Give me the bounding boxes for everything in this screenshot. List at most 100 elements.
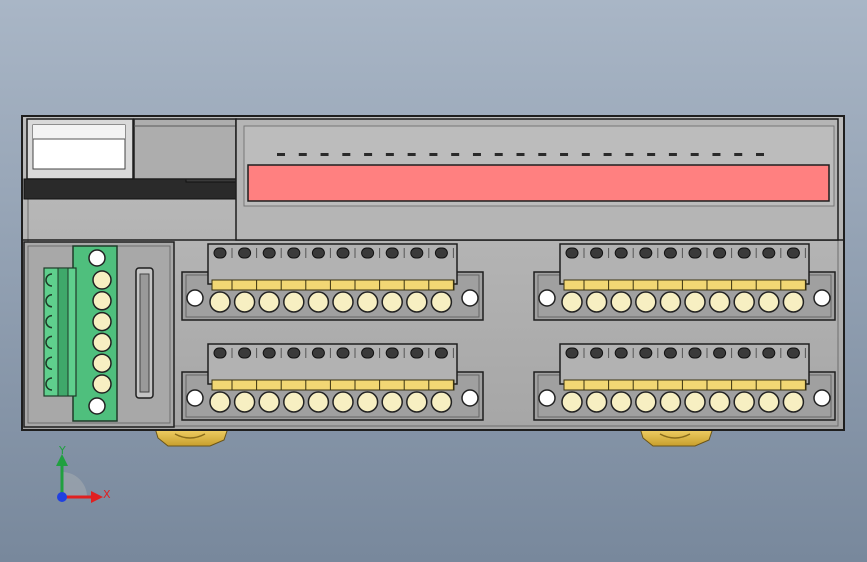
wire-entry (639, 347, 653, 359)
wire-entry (410, 247, 424, 259)
terminal-block-top-left[interactable] (181, 243, 484, 321)
terminal-screw[interactable] (708, 391, 731, 413)
terminal-screw[interactable] (283, 391, 305, 413)
led-marker (342, 153, 351, 156)
led-marker (690, 153, 699, 156)
block-mount-screw[interactable] (813, 289, 831, 307)
wire-entry (590, 247, 604, 259)
wire-entry (590, 347, 604, 359)
wire-entry (762, 347, 776, 359)
power-terminal-screw[interactable] (92, 353, 112, 373)
led-marker (516, 153, 525, 156)
block-mount-screw[interactable] (461, 289, 479, 307)
terminal-screw[interactable] (209, 291, 231, 313)
terminal-screw[interactable] (258, 391, 280, 413)
terminal-screw[interactable] (430, 291, 453, 313)
terminal-screw[interactable] (635, 291, 657, 313)
wire-entry (565, 347, 579, 359)
terminal-screw[interactable] (356, 291, 379, 313)
led-marker (385, 153, 394, 156)
terminal-block-top-right[interactable] (533, 243, 836, 321)
terminal-screw[interactable] (561, 291, 583, 313)
power-terminal-screw[interactable] (92, 291, 112, 311)
led-marker-row (277, 153, 764, 156)
terminal-block-bottom-left[interactable] (181, 343, 484, 421)
terminal-screw[interactable] (332, 391, 354, 413)
terminal-screw[interactable] (406, 391, 428, 413)
terminal-screw[interactable] (561, 391, 583, 413)
terminal-screw[interactable] (684, 391, 706, 413)
power-wire-entry (45, 273, 53, 287)
wire-entry (238, 347, 252, 359)
terminal-screw[interactable] (307, 391, 330, 413)
power-mount-screw[interactable] (88, 249, 106, 267)
wire-entry (614, 347, 628, 359)
terminal-screw[interactable] (782, 291, 805, 313)
wire-entry (762, 247, 776, 259)
block-mount-screw[interactable] (461, 389, 479, 407)
power-terminal-screw[interactable] (92, 270, 112, 290)
terminal-blocks (181, 243, 836, 421)
terminal-screw[interactable] (233, 291, 256, 313)
terminal-screw[interactable] (430, 391, 453, 413)
block-mount-screw[interactable] (186, 289, 204, 307)
wire-entry (663, 247, 677, 259)
led-marker (625, 153, 634, 156)
led-marker (581, 153, 590, 156)
led-marker (298, 153, 307, 156)
terminal-screw[interactable] (635, 391, 657, 413)
terminal-screw[interactable] (406, 291, 428, 313)
terminal-screw[interactable] (258, 291, 280, 313)
din-clip-left (154, 427, 229, 447)
triad-rotation-arc (62, 472, 87, 497)
terminal-screw[interactable] (332, 291, 354, 313)
terminal-screw[interactable] (758, 391, 780, 413)
wire-entry (688, 347, 702, 359)
terminal-screw[interactable] (381, 391, 403, 413)
led-marker (364, 153, 373, 156)
triad-y-label: Y (58, 444, 66, 457)
power-connector[interactable] (43, 245, 118, 422)
terminal-screw[interactable] (233, 391, 256, 413)
terminal-screw[interactable] (659, 391, 682, 413)
terminal-screw[interactable] (758, 291, 780, 313)
terminal-screw[interactable] (733, 391, 755, 413)
terminal-screw[interactable] (307, 291, 330, 313)
terminal-screw[interactable] (610, 291, 632, 313)
block-mount-screw[interactable] (186, 389, 204, 407)
wire-entry (361, 347, 375, 359)
led-marker (756, 153, 764, 156)
terminal-screw[interactable] (585, 291, 608, 313)
terminal-screw[interactable] (209, 391, 231, 413)
wire-entry (287, 347, 301, 359)
block-mount-screw[interactable] (538, 289, 556, 307)
led-marker (734, 153, 743, 156)
terminal-screw[interactable] (610, 391, 632, 413)
wire-entry (639, 247, 653, 259)
led-marker (494, 153, 503, 156)
power-terminal-screw[interactable] (92, 311, 112, 332)
terminal-screw[interactable] (585, 391, 608, 413)
terminal-screw[interactable] (782, 391, 805, 413)
terminal-screw[interactable] (283, 291, 305, 313)
wire-entry (262, 347, 276, 359)
triad-x-label: X (103, 488, 111, 501)
terminal-screw[interactable] (684, 291, 706, 313)
triad-y-arrow (56, 454, 68, 466)
power-terminal-screw[interactable] (92, 332, 112, 353)
terminal-screw[interactable] (733, 291, 755, 313)
triad-z-axis (57, 492, 67, 502)
wire-entry (287, 247, 301, 259)
block-mount-screw[interactable] (538, 389, 556, 407)
power-terminal-screw[interactable] (92, 374, 112, 394)
wire-entry (361, 247, 375, 259)
terminal-block-bottom-right[interactable] (533, 343, 836, 421)
terminal-screw[interactable] (381, 291, 403, 313)
power-mount-screw[interactable] (88, 397, 106, 415)
terminal-screw[interactable] (659, 291, 682, 313)
terminal-screw[interactable] (708, 291, 731, 313)
block-mount-screw[interactable] (813, 389, 831, 407)
wire-entry (688, 247, 702, 259)
terminal-screw[interactable] (356, 391, 379, 413)
